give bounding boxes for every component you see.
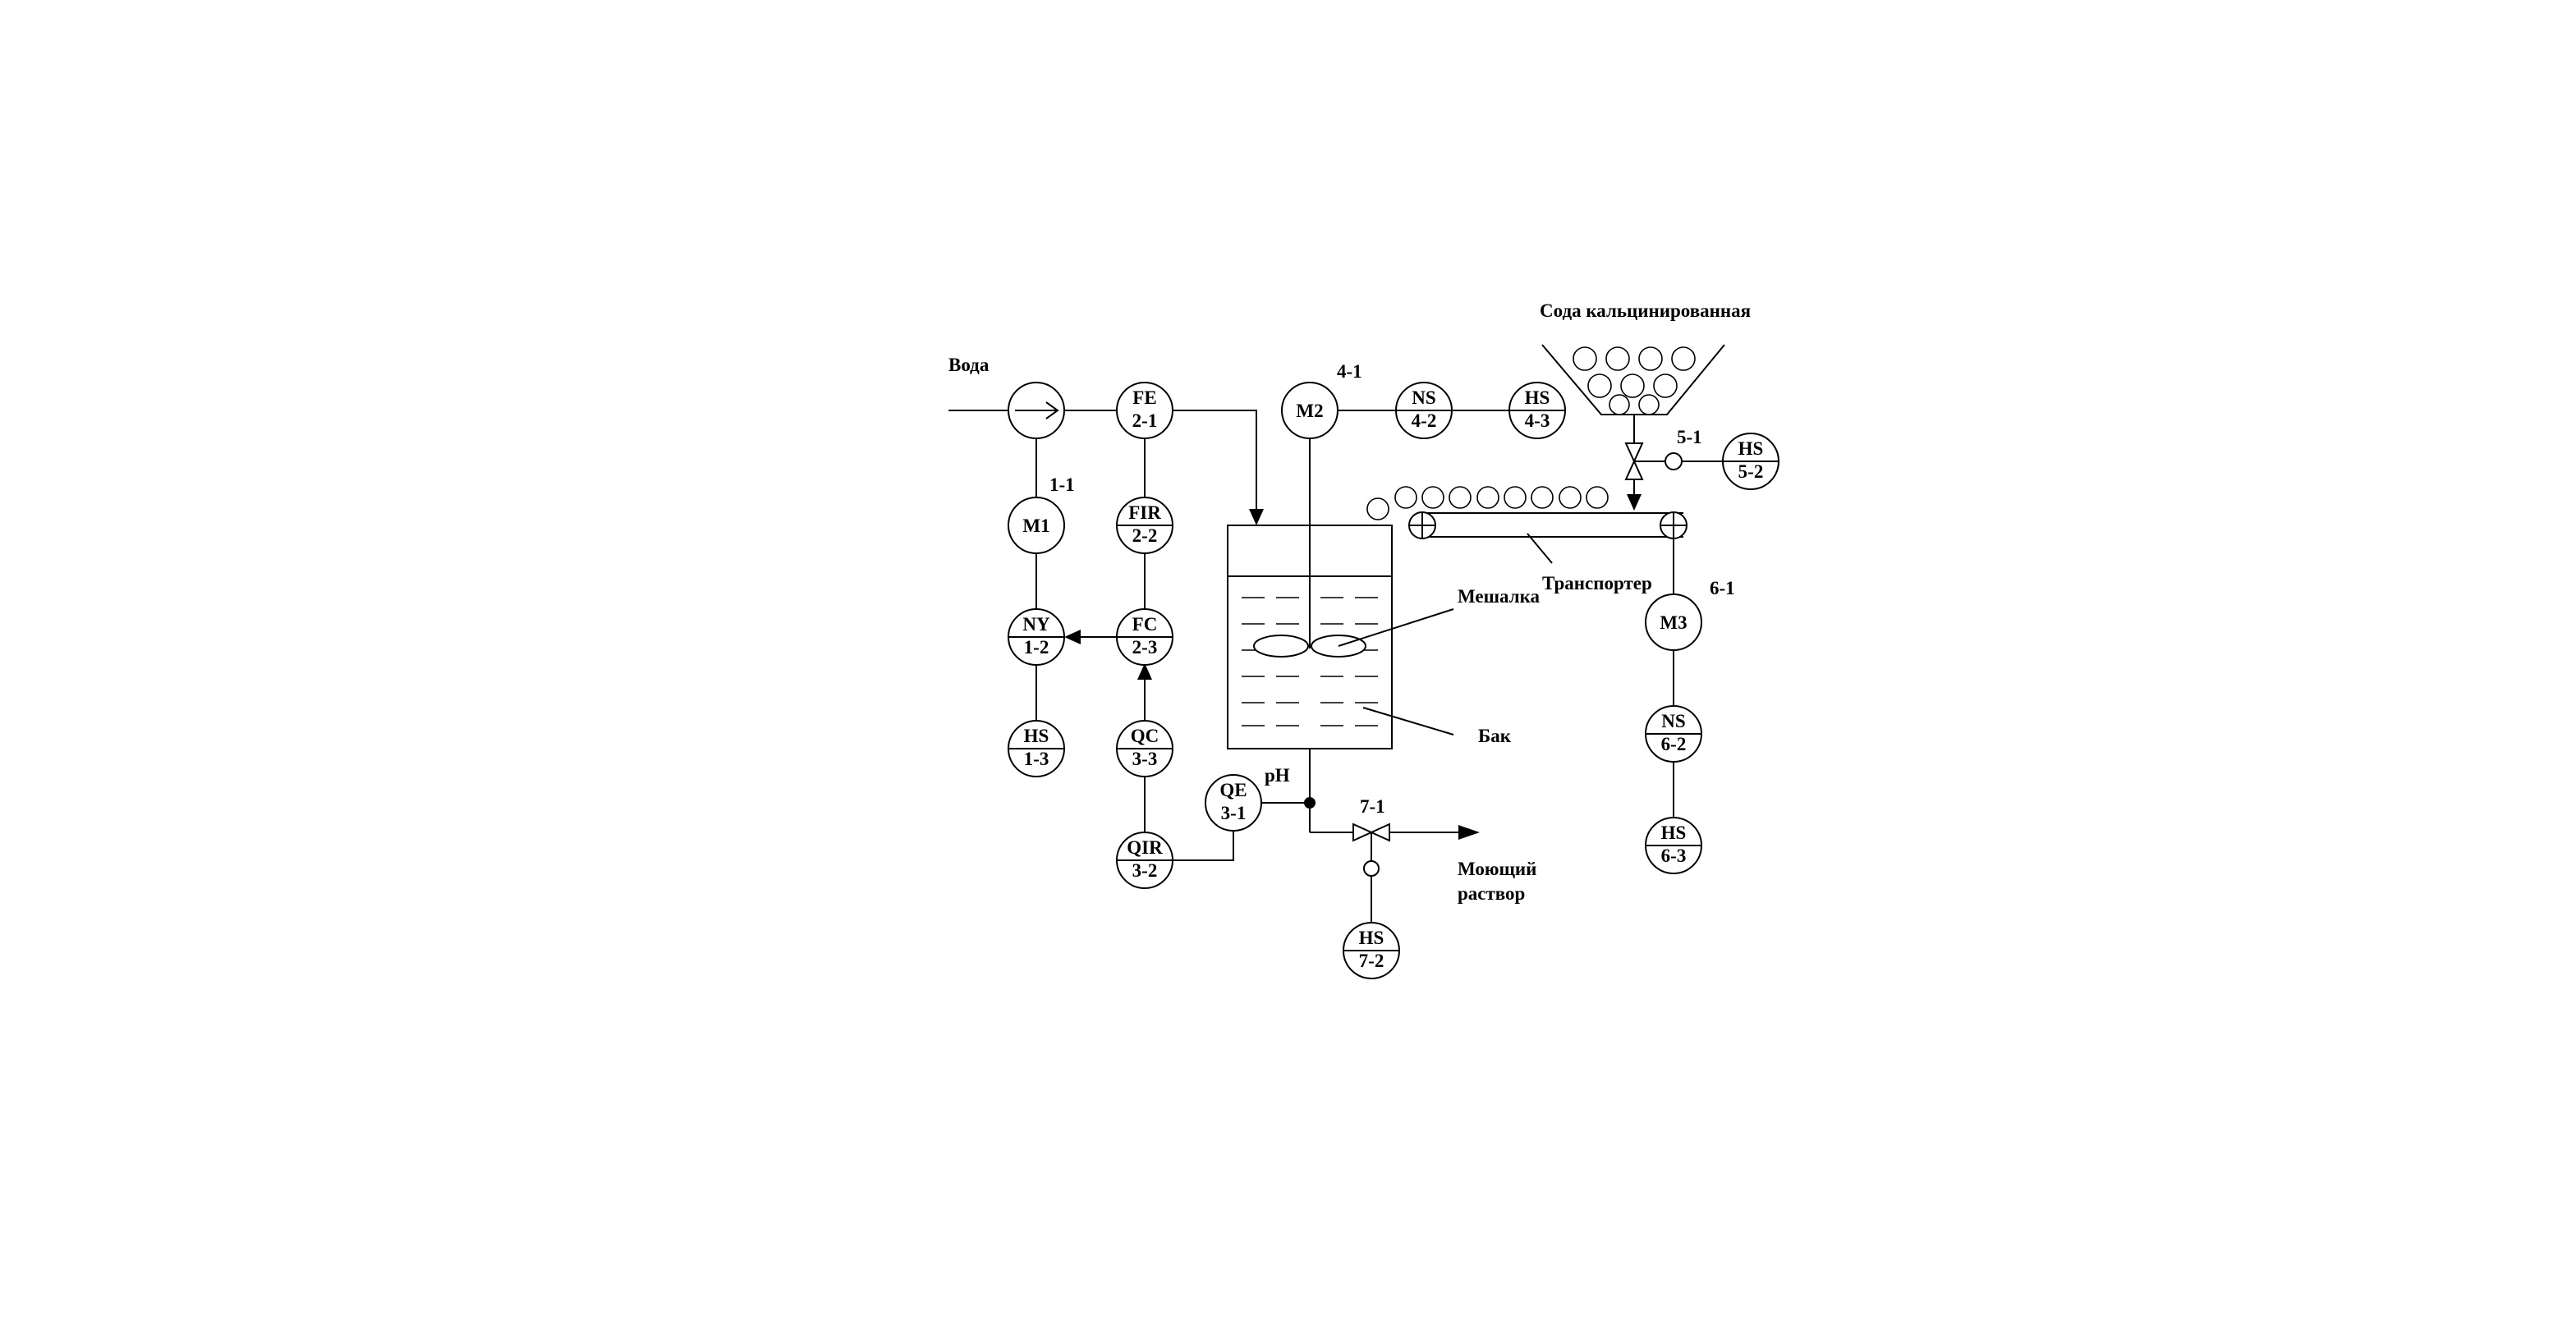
- soda-granules: [1573, 346, 1696, 415]
- mixer-blade-left: [1253, 635, 1309, 658]
- svg-text:HS: HS: [1024, 726, 1049, 746]
- svg-text:7-2: 7-2: [1359, 951, 1384, 971]
- motor-m2-label: M2: [1296, 401, 1323, 421]
- svg-text:HS: HS: [1525, 387, 1550, 408]
- svg-text:HS: HS: [1359, 928, 1384, 948]
- tag-5-1: 5-1: [1677, 427, 1702, 447]
- soda-label: Сода кальцинированная: [1540, 300, 1751, 321]
- svg-text:4-2: 4-2: [1412, 410, 1437, 431]
- svg-text:2-1: 2-1: [1132, 410, 1158, 431]
- svg-text:FC: FC: [1132, 614, 1158, 635]
- valve-5-1-top: [1624, 442, 1644, 464]
- instrument-ns-4-2: NS 4-2: [1395, 382, 1453, 439]
- instrument-fc: FC 2-3: [1116, 608, 1173, 666]
- tag-4-1: 4-1: [1337, 361, 1362, 382]
- instrument-fir: FIR 2-2: [1116, 497, 1173, 554]
- svg-text:HS: HS: [1661, 823, 1687, 843]
- instrument-qe: QE 3-1: [1205, 774, 1262, 832]
- motor-m1: M1: [1008, 497, 1065, 554]
- svg-text:FIR: FIR: [1128, 502, 1161, 523]
- tank-label: Бак: [1478, 726, 1512, 746]
- svg-text:3-3: 3-3: [1132, 749, 1158, 769]
- svg-text:1-3: 1-3: [1024, 749, 1049, 769]
- mixer-leader-line: [1338, 608, 1454, 647]
- instrument-qc: QC 3-3: [1116, 720, 1173, 777]
- valve-5-1-actuator: [1665, 452, 1683, 470]
- mixer-label: Мешалка: [1458, 586, 1541, 607]
- tank-leader-line: [1362, 707, 1454, 736]
- link-qir-qe: [1173, 831, 1234, 861]
- svg-text:2-3: 2-3: [1132, 637, 1158, 658]
- instrument-hs-4-3: HS 4-3: [1508, 382, 1566, 439]
- qc-to-fc-arrow: [1137, 663, 1152, 680]
- tag-6-1: 6-1: [1710, 578, 1735, 598]
- motor-m1-label: M1: [1022, 516, 1049, 536]
- valve-5-1-bottom: [1624, 459, 1644, 480]
- instrument-ns-6-2: NS 6-2: [1645, 705, 1702, 763]
- instrument-ny: NY 1-2: [1008, 608, 1065, 666]
- svg-text:3-1: 3-1: [1221, 803, 1247, 823]
- svg-text:6-3: 6-3: [1661, 846, 1687, 866]
- instrument-hs-5-2: HS 5-2: [1722, 433, 1779, 490]
- instrument-fe: FE 2-1: [1116, 382, 1173, 439]
- valve-to-conveyor-arrow: [1627, 494, 1642, 511]
- valve-7-1-right: [1369, 823, 1390, 842]
- water-to-tank-arrow: [1249, 509, 1264, 525]
- valve-7-1-actuator: [1363, 860, 1380, 877]
- conveyor-leader-line: [1527, 533, 1553, 564]
- wash-solution-label-line2: раствор: [1458, 883, 1525, 904]
- fc-to-ny-arrow: [1064, 630, 1081, 644]
- motor-m3: M3: [1645, 593, 1702, 651]
- svg-text:NY: NY: [1022, 614, 1050, 635]
- water-label: Вода: [948, 355, 990, 375]
- wash-solution-label-line1: Моющий: [1458, 859, 1536, 879]
- conveyor-label: Транспортер: [1542, 573, 1652, 593]
- instrument-hs-6-3: HS 6-3: [1645, 817, 1702, 874]
- instrument-hs-7-2: HS 7-2: [1343, 922, 1400, 979]
- svg-text:HS: HS: [1738, 438, 1764, 459]
- instrument-hs-1-3: HS 1-3: [1008, 720, 1065, 777]
- motor-m2: M2: [1281, 382, 1339, 439]
- tag-7-1: 7-1: [1360, 796, 1385, 817]
- svg-text:NS: NS: [1661, 711, 1685, 731]
- flow-meter-arrow-head: [1045, 401, 1059, 419]
- svg-text:QE: QE: [1219, 780, 1247, 800]
- tag-1-1: 1-1: [1049, 474, 1075, 495]
- valve-7-1: [1352, 823, 1374, 842]
- svg-text:FE: FE: [1132, 387, 1156, 408]
- svg-text:5-2: 5-2: [1738, 461, 1764, 482]
- svg-text:QIR: QIR: [1127, 837, 1163, 858]
- svg-text:4-3: 4-3: [1525, 410, 1550, 431]
- svg-text:1-2: 1-2: [1024, 637, 1049, 658]
- svg-text:6-2: 6-2: [1661, 734, 1687, 754]
- svg-text:3-2: 3-2: [1132, 860, 1158, 881]
- motor-m3-label: M3: [1660, 612, 1687, 633]
- water-to-tank-line: [1173, 410, 1257, 513]
- instrument-qir: QIR 3-2: [1116, 832, 1173, 889]
- svg-text:QC: QC: [1131, 726, 1159, 746]
- ph-label: pH: [1265, 765, 1290, 786]
- svg-text:NS: NS: [1412, 387, 1435, 408]
- svg-text:2-2: 2-2: [1132, 525, 1158, 546]
- conveyor-material: [1366, 486, 1609, 520]
- wash-outlet-arrow: [1458, 825, 1480, 840]
